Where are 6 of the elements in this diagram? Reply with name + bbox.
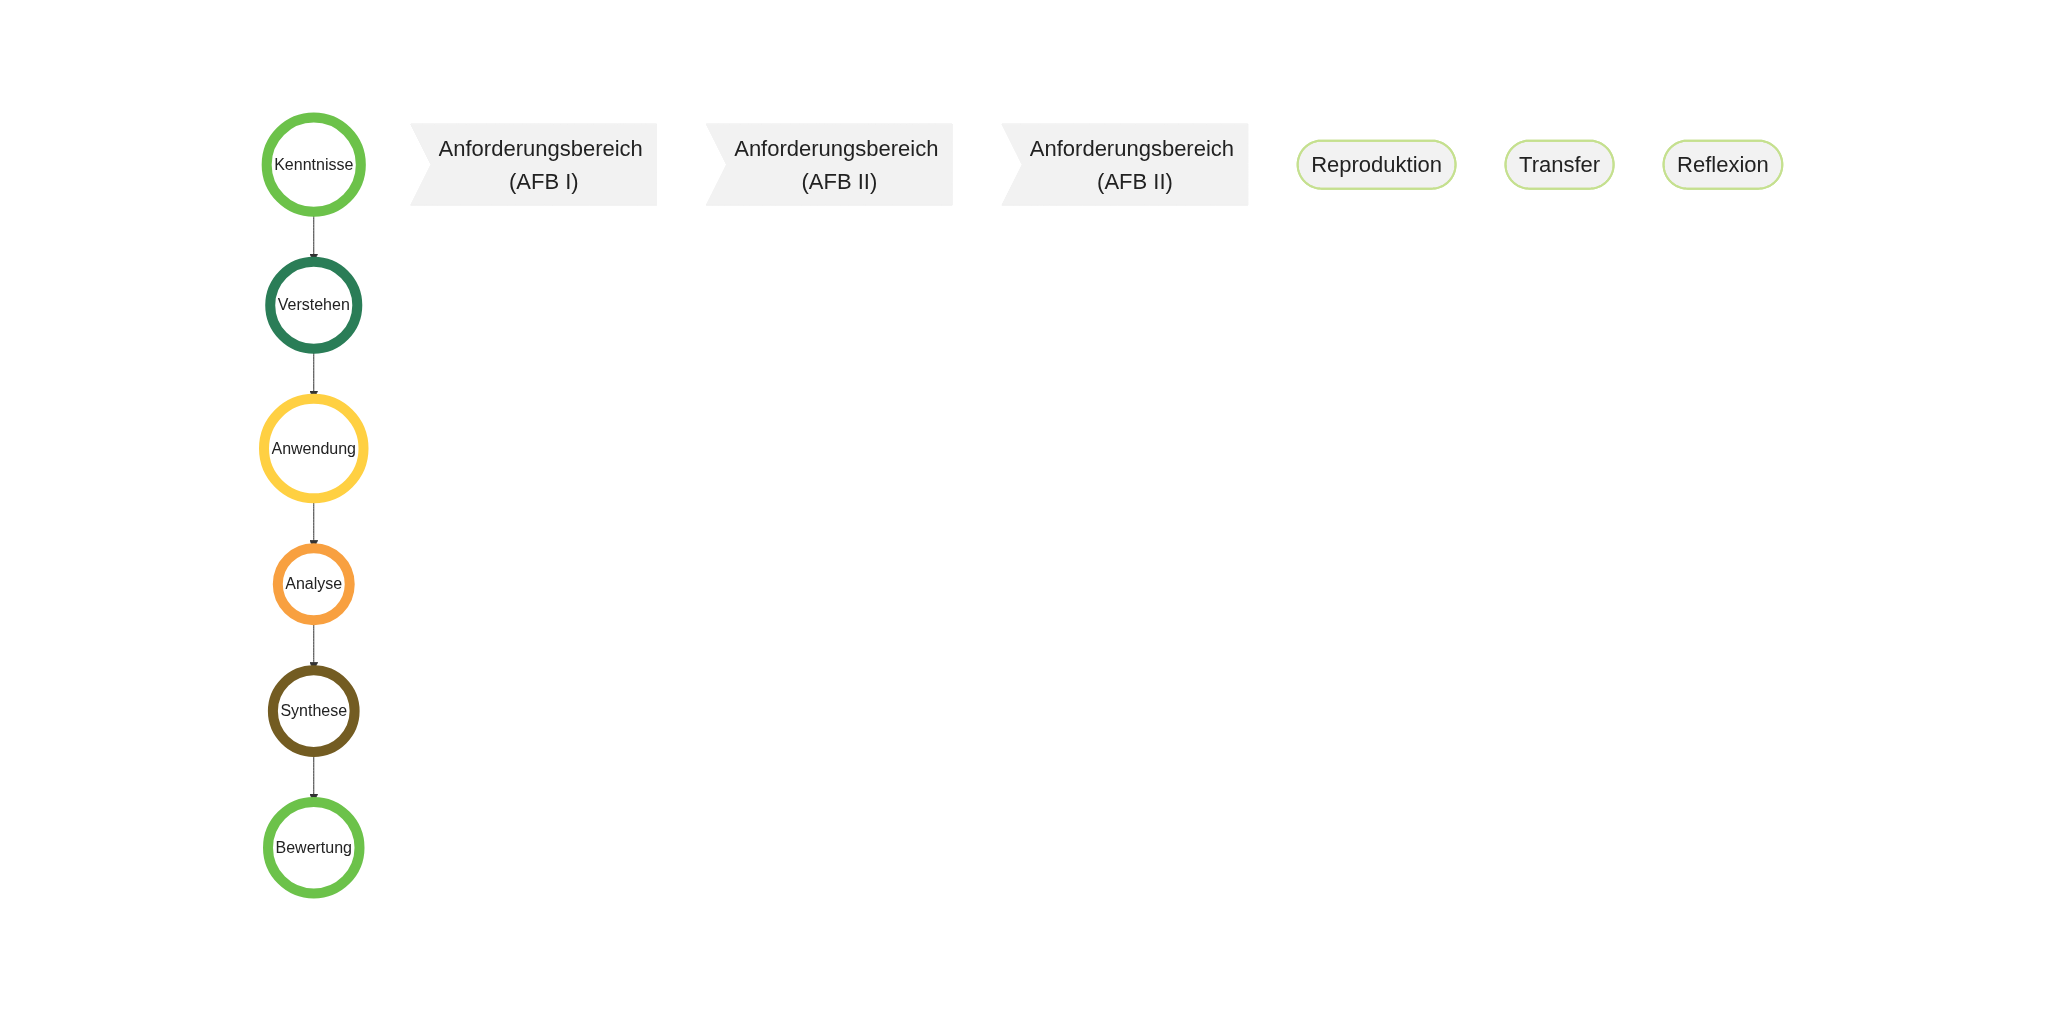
node-circle: Analyse — [273, 543, 356, 626]
node-circle: Anwendung — [259, 393, 369, 504]
node-circle: Kenntnisse — [262, 112, 367, 217]
node-circle: Synthese — [268, 665, 360, 757]
node-circle: Bewertung — [263, 796, 365, 899]
node-circle: Verstehen — [265, 256, 363, 354]
